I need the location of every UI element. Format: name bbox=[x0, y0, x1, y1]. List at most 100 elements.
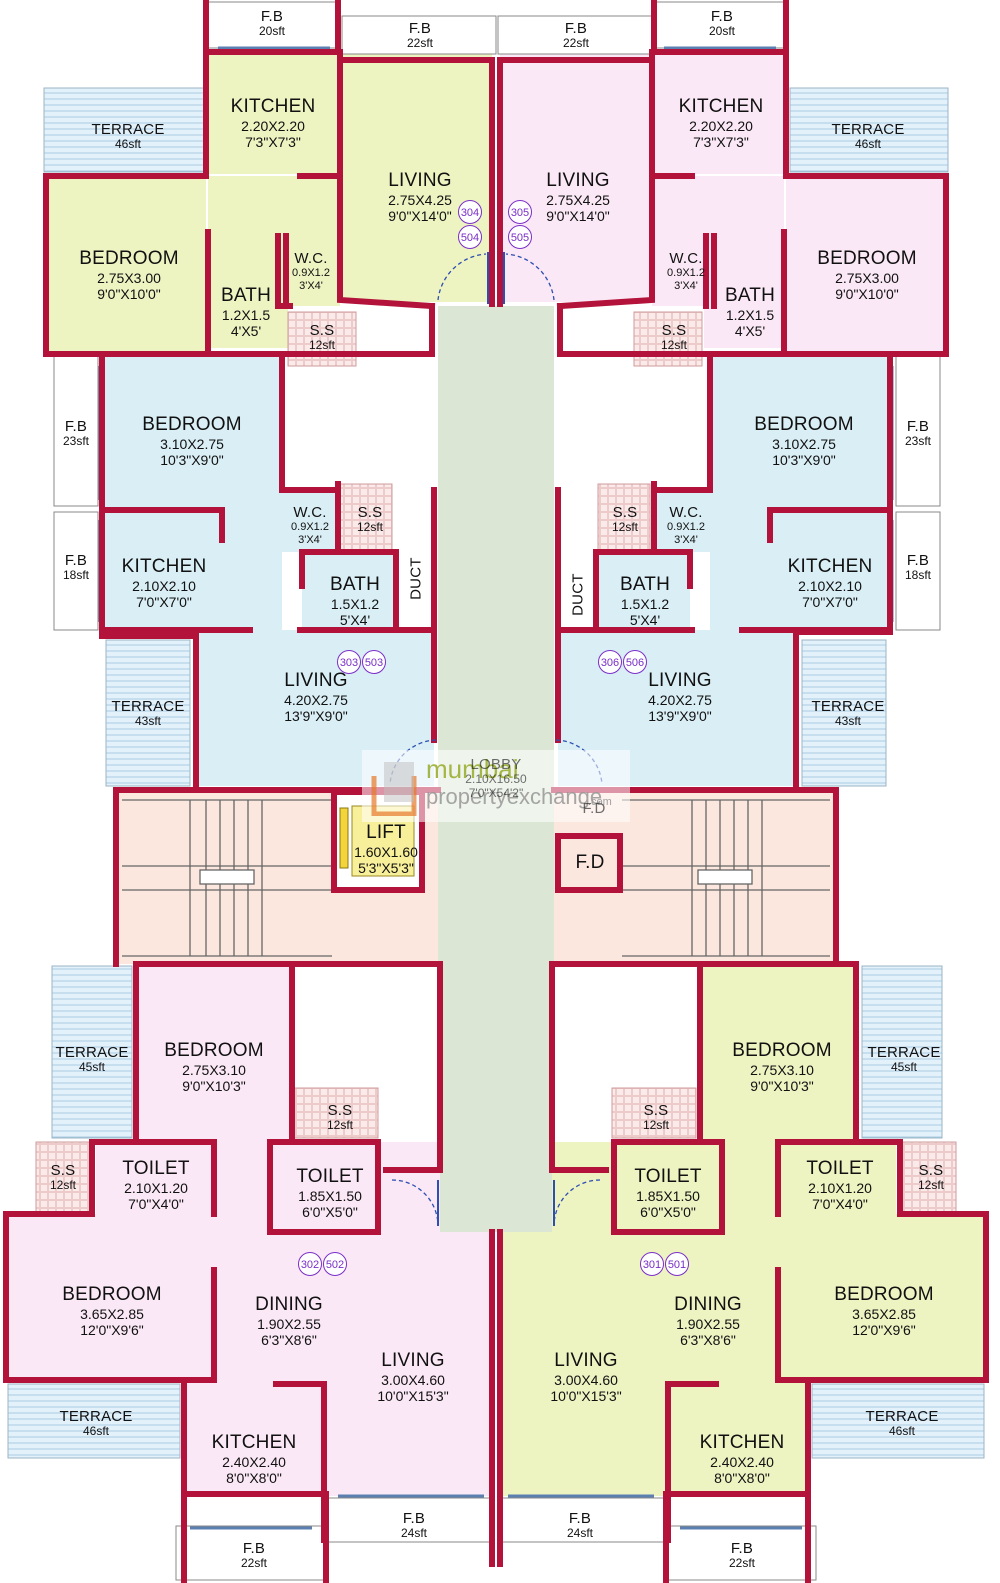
staircase-right bbox=[622, 799, 830, 957]
flower-beds bbox=[53, 1, 941, 1581]
flat-302-fill bbox=[8, 966, 492, 1496]
unit-badge-301: 301 501 bbox=[640, 1252, 689, 1276]
terraces bbox=[7, 87, 985, 1459]
watermark-line1: mumbai bbox=[426, 754, 519, 784]
unit-badge-304: 304 504 bbox=[458, 200, 482, 249]
unit-badge-302: 302 502 bbox=[298, 1252, 347, 1276]
watermark: mumbai propertyexchange .com bbox=[362, 750, 630, 822]
unit-number: 301 bbox=[640, 1252, 664, 1276]
unit-badge-306: 306 506 bbox=[598, 650, 647, 674]
walls bbox=[3, 0, 989, 1583]
shafts bbox=[35, 311, 957, 1215]
duct-label: DUCT bbox=[569, 573, 587, 616]
unit-number: 305 bbox=[508, 200, 532, 224]
duct-label: DUCT bbox=[407, 557, 425, 600]
unit-number: 306 bbox=[598, 650, 622, 674]
unit-badge-303: 303 503 bbox=[337, 650, 386, 674]
flat-303-fill bbox=[102, 354, 434, 786]
flat-304-fill bbox=[48, 52, 492, 354]
unit-number: 504 bbox=[458, 225, 482, 249]
unit-badge-305: 305 505 bbox=[508, 200, 532, 249]
unit-number: 506 bbox=[623, 650, 647, 674]
watermark-line2: propertyexchange bbox=[426, 784, 603, 809]
unit-number: 503 bbox=[362, 650, 386, 674]
lift-counterweight bbox=[339, 807, 349, 869]
unit-number: 302 bbox=[298, 1252, 322, 1276]
unit-number: 304 bbox=[458, 200, 482, 224]
unit-number: 502 bbox=[323, 1252, 347, 1276]
staircase-left bbox=[122, 799, 332, 957]
unit-number: 303 bbox=[337, 650, 361, 674]
watermark-suffix: .com bbox=[588, 796, 612, 808]
unit-number: 501 bbox=[665, 1252, 689, 1276]
logo-icon bbox=[371, 762, 417, 816]
flat-305-fill bbox=[500, 52, 944, 354]
fire-door-label: F.D bbox=[582, 800, 606, 817]
unit-number: 505 bbox=[508, 225, 532, 249]
